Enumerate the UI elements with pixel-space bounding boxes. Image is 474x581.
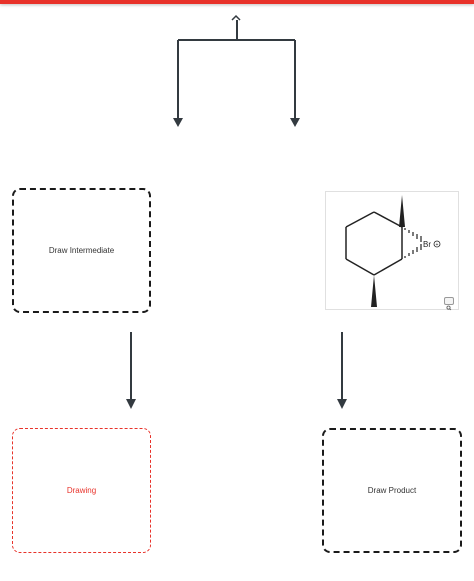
drawing-label: Drawing [66, 486, 97, 495]
wedge-bond-bottom [371, 275, 377, 307]
caret-up-icon[interactable] [231, 14, 241, 21]
draw-product-box[interactable]: Draw Product [322, 428, 462, 553]
molecule-panel[interactable]: Br + [325, 191, 459, 311]
draw-product-label: Draw Product [367, 486, 417, 495]
arrow-lower-left-head [126, 399, 136, 409]
top-accent-bar [0, 0, 474, 4]
wedge-bond-top [399, 195, 405, 227]
hashed-bonds [404, 228, 422, 258]
arrow-lower-right-head [337, 399, 347, 409]
arrow-right-head [290, 118, 300, 127]
drawing-box[interactable]: Drawing [12, 428, 151, 553]
draw-intermediate-label: Draw Intermediate [48, 246, 115, 255]
positive-charge-icon [433, 240, 441, 248]
arrow-left-head [173, 118, 183, 127]
charge-sign: + [436, 242, 439, 248]
bromine-atom-label: Br [423, 240, 431, 249]
magnifier-icon[interactable] [444, 297, 454, 311]
draw-intermediate-box[interactable]: Draw Intermediate [12, 188, 151, 313]
bromonium-structure: Br + [345, 195, 441, 307]
